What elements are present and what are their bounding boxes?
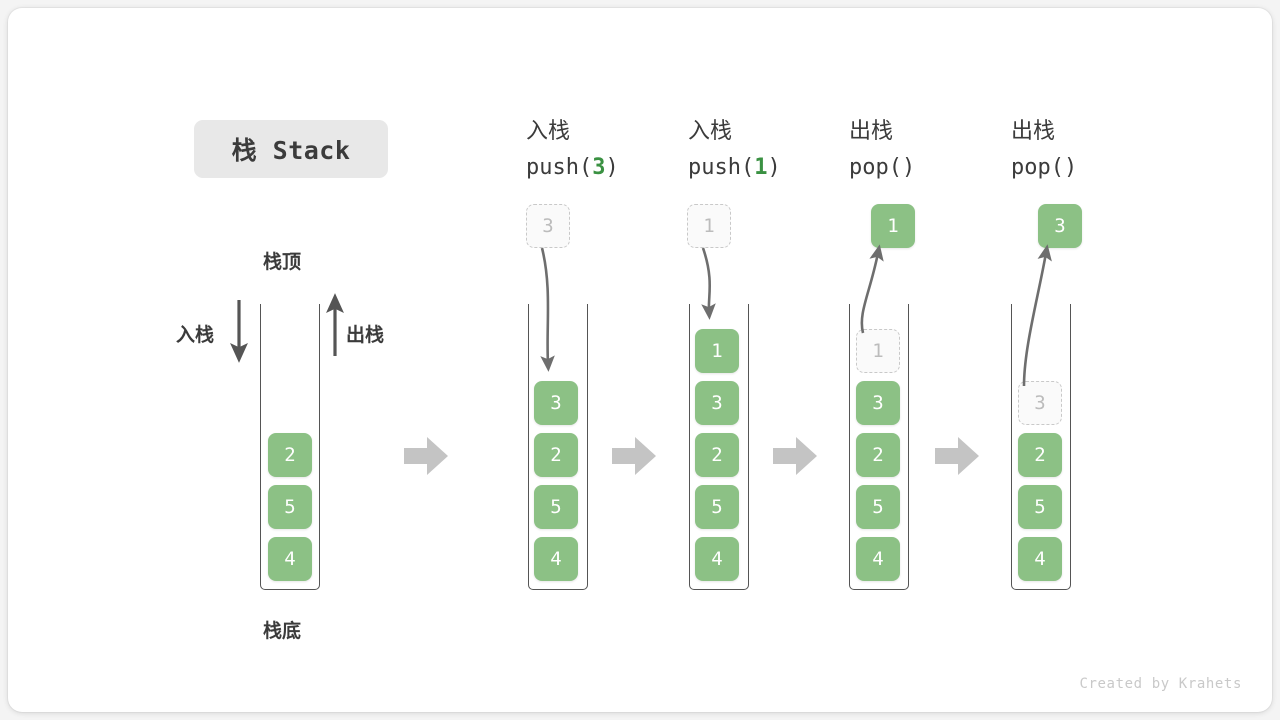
column-header-code-push-3: push(3)	[526, 150, 619, 186]
stack-cell-ghost: 1	[856, 329, 900, 373]
stack-cell: 4	[268, 537, 312, 581]
stack-cell: 5	[1018, 485, 1062, 529]
stack-cell: 5	[534, 485, 578, 529]
step-arrow-icon-3	[773, 437, 817, 475]
stack-cell: 4	[1018, 537, 1062, 581]
stack-cell: 2	[534, 433, 578, 477]
stack-top-label: 栈顶	[263, 251, 302, 273]
column-header-code-push-1: push(1)	[688, 150, 781, 186]
pop-direction-label: 出栈	[346, 324, 385, 346]
column-header-cn-push-3: 入栈	[526, 119, 571, 144]
popped-element-3: 3	[1038, 204, 1082, 248]
column-header-cn-pop-2: 出栈	[1011, 119, 1056, 144]
stack-cell: 4	[534, 537, 578, 581]
column-header-cn-push-1: 入栈	[688, 119, 733, 144]
stack-cell: 1	[695, 329, 739, 373]
column-header-cn-pop-1: 出栈	[849, 119, 894, 144]
code-prefix: pop(	[849, 155, 902, 180]
code-suffix: )	[901, 155, 916, 180]
column-header-push-1: 入栈 push(1)	[688, 114, 781, 186]
stack-cell: 3	[695, 381, 739, 425]
stack-container-pop-2	[1011, 304, 1071, 590]
code-prefix: push(	[688, 155, 755, 180]
column-header-code-pop-2: pop()	[1011, 150, 1077, 186]
column-header-pop-1: 出栈 pop()	[849, 114, 915, 186]
arrow-overlay	[230, 244, 1052, 387]
watermark-credit: Created by Krahets	[1079, 676, 1242, 692]
stack-cell: 4	[695, 537, 739, 581]
stack-cell: 2	[856, 433, 900, 477]
code-suffix: )	[767, 155, 781, 180]
code-arg: 3	[592, 155, 606, 180]
stack-cell-ghost: 3	[1018, 381, 1062, 425]
stack-cell: 4	[856, 537, 900, 581]
code-suffix: )	[605, 155, 619, 180]
column-header-push-3: 入栈 push(3)	[526, 114, 619, 186]
stack-cell: 5	[268, 485, 312, 529]
popped-element-1: 1	[871, 204, 915, 248]
code-arg: 1	[754, 155, 768, 180]
stack-cell: 5	[856, 485, 900, 529]
stack-cell: 2	[695, 433, 739, 477]
page-title: 栈 Stack	[231, 136, 351, 165]
stack-bottom-label: 栈底	[263, 620, 302, 642]
code-suffix: )	[1063, 155, 1078, 180]
stack-cell: 3	[534, 381, 578, 425]
stack-container-push-3	[528, 304, 588, 590]
column-header-pop-2: 出栈 pop()	[1011, 114, 1077, 186]
floating-element-push-3: 3	[526, 204, 570, 248]
floating-element-push-1: 1	[687, 204, 731, 248]
stack-container-push-1	[689, 304, 749, 590]
step-arrow-icon-2	[612, 437, 656, 475]
stack-container-initial	[260, 304, 320, 590]
stack-cell: 5	[695, 485, 739, 529]
code-prefix: pop(	[1011, 155, 1064, 180]
title-badge: 栈 Stack	[194, 120, 388, 178]
stack-cell: 2	[1018, 433, 1062, 477]
stack-container-pop-1	[849, 304, 909, 590]
step-arrow-icon-4	[935, 437, 979, 475]
stack-cell: 3	[856, 381, 900, 425]
column-header-code-pop-1: pop()	[849, 150, 915, 186]
code-prefix: push(	[526, 155, 593, 180]
push-direction-label: 入栈	[176, 324, 215, 346]
step-arrow-icon-1	[404, 437, 448, 475]
stack-cell: 2	[268, 433, 312, 477]
push-1-flow-arrow	[701, 247, 716, 320]
diagram-card: 栈 Stack 入栈 push(3) 入栈 push(1) 出栈 pop() 出…	[8, 8, 1272, 712]
